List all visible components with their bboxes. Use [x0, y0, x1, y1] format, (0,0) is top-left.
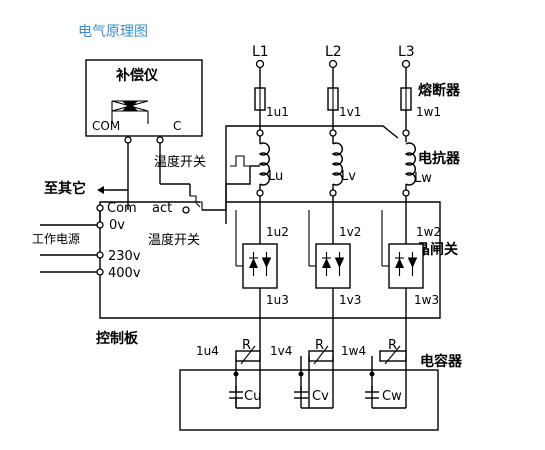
reactor-label-lv: Lv [341, 169, 356, 184]
capacitor-label-cw: Cw [382, 389, 402, 404]
reactor-label-lw: Lw [414, 171, 432, 186]
thyristor-v [315, 243, 351, 289]
terminal-230v [96, 251, 104, 259]
capacitor-label: 电容器 [420, 353, 463, 370]
terminal-0v-label: 0v [109, 218, 125, 233]
resistor-symbol-w: R [388, 338, 397, 353]
to-other-label: 至其它 [44, 180, 86, 197]
terminal-0v [96, 221, 104, 229]
capacitor-label-cu: Cu [244, 389, 261, 404]
reactor-coil-v [331, 142, 343, 186]
temp-switch-upper-icon [230, 155, 250, 167]
node-1w4: 1w4 [341, 344, 366, 358]
terminal-act [182, 206, 190, 214]
temp-switch-lower-icon [190, 195, 203, 210]
fuse-w [400, 87, 412, 111]
compensator-box [85, 59, 203, 137]
phase-label-l3: L3 [398, 44, 415, 60]
resistor-symbol-v: R [315, 338, 324, 353]
capacitor-u [229, 386, 243, 408]
fuse-u [254, 87, 266, 111]
to-other-arrow [97, 186, 128, 194]
diagram-title: 电气原理图 [78, 24, 148, 40]
node-1u3: 1u3 [266, 293, 289, 307]
node-1u1: 1u1 [266, 105, 289, 119]
terminal-400v-label: 400v [108, 266, 141, 281]
reactor-label-lu: Lu [268, 169, 283, 184]
node-1u4: 1u4 [196, 344, 219, 358]
node-1w3: 1w3 [414, 293, 439, 307]
resistor-symbol-u: R [242, 338, 251, 353]
capacitor-v [294, 386, 308, 399]
node-1v4: 1v4 [270, 344, 292, 358]
thyristor-u [242, 243, 278, 289]
phase-label-l2: L2 [325, 44, 342, 60]
terminal-l2 [328, 59, 338, 69]
node-1u2: 1u2 [266, 225, 289, 239]
terminal-act-label: act [152, 201, 172, 216]
capacitor-label-cv: Cv [312, 389, 329, 404]
fuse-label: 熔断器 [418, 82, 461, 99]
control-board-frame [99, 201, 441, 319]
phase-label-l1: L1 [252, 44, 269, 60]
temp-switch-lower-label: 温度开关 [148, 232, 200, 248]
compensator-c: C [173, 119, 181, 133]
node-1v3: 1v3 [339, 293, 361, 307]
compensator-label: 补偿仪 [115, 67, 159, 84]
reactor-label: 电抗器 [418, 150, 461, 167]
node-1v1: 1v1 [339, 105, 361, 119]
reactor-coil-w [404, 142, 416, 186]
terminal-l3 [401, 59, 411, 69]
control-board-label: 控制板 [96, 330, 139, 347]
reactor-coil-u [258, 142, 270, 186]
compensator-com: COM [92, 119, 120, 133]
terminal-400v [96, 268, 104, 276]
fuse-v [327, 87, 339, 111]
thyristor-label: 晶闸关 [416, 241, 458, 258]
node-terminal-1v1 [329, 129, 337, 137]
thyristor-w [388, 243, 424, 289]
terminal-l1 [255, 59, 265, 69]
terminal-230v-label: 230v [108, 249, 141, 264]
node-1w1: 1w1 [416, 105, 441, 119]
node-terminal-1w1 [402, 129, 410, 137]
work-power-label: 工作电源 [32, 232, 80, 246]
node-1v2: 1v2 [339, 225, 361, 239]
node-terminal-1u1 [256, 129, 264, 137]
compensator-triac-icon [111, 100, 149, 112]
node-1w2: 1w2 [416, 225, 441, 239]
terminal-com-label: Com [107, 201, 137, 216]
temp-switch-upper-label: 温度开关 [154, 154, 206, 170]
resistor-v [300, 345, 334, 408]
capacitor-w [365, 386, 379, 399]
terminal-com [96, 204, 104, 212]
